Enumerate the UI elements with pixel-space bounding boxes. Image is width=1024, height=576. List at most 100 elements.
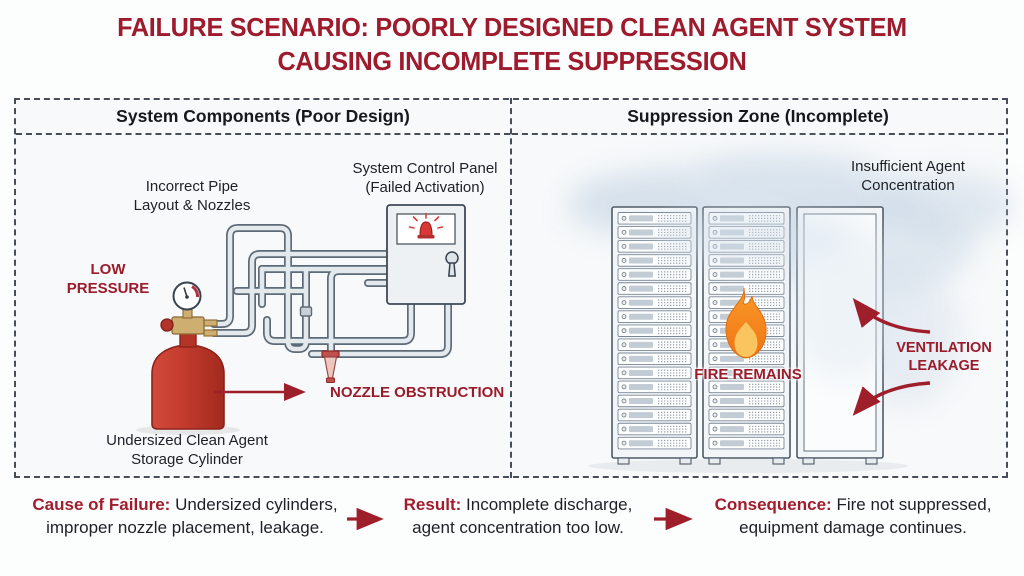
nozzle-obstruction-label: NOZZLE OBSTRUCTION <box>330 384 505 401</box>
left-panel-header: System Components (Poor Design) <box>16 100 510 135</box>
unit-led <box>621 412 627 418</box>
unit-led <box>621 398 627 404</box>
unit-bay <box>629 341 653 348</box>
unit-bay <box>629 271 653 278</box>
agent-mist-front <box>655 205 900 380</box>
unit-led <box>621 370 627 376</box>
low-pressure-label: LOW PRESSURE <box>58 261 158 299</box>
footer-result-text: Incomplete discharge, agent concentratio… <box>412 495 633 537</box>
cylinder-label: Undersized Clean Agent Storage Cylinder <box>92 432 282 470</box>
unit-bay <box>720 384 744 390</box>
unit-led <box>621 286 627 291</box>
rack-foot <box>865 457 878 465</box>
unit-led <box>621 300 627 306</box>
unit-led <box>712 314 718 320</box>
unit-led <box>621 356 627 362</box>
unit-led <box>712 356 718 362</box>
unit-bay <box>629 369 653 376</box>
agent-concentration-label: Insufficient Agent Concentration <box>828 158 988 196</box>
unit-bay <box>629 398 653 405</box>
nozzle <box>321 350 340 383</box>
unit-led <box>712 384 718 390</box>
unit-bay <box>629 229 653 236</box>
page-title-line2: CAUSING INCOMPLETE SUPPRESSION <box>277 46 747 76</box>
keyhole-icon <box>445 251 459 277</box>
unit-bay <box>720 412 744 419</box>
unit-bay <box>720 285 744 292</box>
footer-consequence-lead: Consequence: <box>714 495 832 514</box>
unit-led <box>712 286 718 291</box>
unit-led <box>621 215 627 221</box>
right-panel-header: Suppression Zone (Incomplete) <box>512 100 1004 135</box>
diagram-arrows <box>214 382 693 531</box>
pipe-layout-label-line2: Layout & Nozzles <box>133 196 251 214</box>
unit-led <box>621 258 627 263</box>
ventilation-label-line2: LEAKAGE <box>908 358 980 375</box>
unit-led <box>621 440 627 446</box>
unit-led <box>712 272 718 277</box>
unit-led <box>621 314 627 320</box>
unit-led <box>712 370 718 376</box>
unit-bay <box>629 327 653 334</box>
pipe-network <box>210 224 452 358</box>
rack-foot <box>802 457 815 465</box>
unit-bay <box>720 440 744 447</box>
flame-icon <box>725 287 767 359</box>
footer-consequence-text: Fire not suppressed, equipment damage co… <box>739 495 992 537</box>
cylinder-label-line1: Undersized Clean Agent <box>106 432 268 449</box>
ventilation-leakage-label: VENTILATION LEAKAGE <box>884 339 1004 375</box>
unit-led <box>621 328 627 334</box>
unit-bay <box>629 299 653 306</box>
unit-bay <box>720 398 744 405</box>
footer-cause-text: Undersized cylinders, improper nozzle pl… <box>46 495 338 537</box>
rack-foot <box>708 457 721 465</box>
rack-foot <box>679 457 692 465</box>
unit-led <box>712 426 718 432</box>
unit-led <box>712 342 718 348</box>
pressure-gauge-icon <box>172 281 202 311</box>
unit-bay <box>720 355 744 362</box>
footer-cause: Cause of Failure: Undersized cylinders, … <box>25 494 345 539</box>
footer-result-lead: Result: <box>403 495 462 514</box>
pipe-layout-label: Incorrect Pipe Layout & Nozzles <box>117 178 267 216</box>
unit-bay <box>629 440 653 447</box>
unit-bay <box>629 355 653 362</box>
unit-bay <box>629 426 653 433</box>
footer-cause-lead: Cause of Failure: <box>32 495 171 514</box>
racks-shadow <box>588 459 908 473</box>
storage-cylinder <box>136 281 240 435</box>
agent-label-line2: Concentration <box>861 176 955 194</box>
unit-led <box>621 229 627 235</box>
unit-led <box>621 384 627 390</box>
unit-led <box>712 398 718 404</box>
rack-foot <box>617 457 630 465</box>
unit-led <box>712 328 718 334</box>
unit-bay <box>720 271 744 278</box>
unit-led <box>621 342 627 348</box>
unit-bay <box>629 257 653 264</box>
ventilation-label-line1: VENTILATION <box>896 340 992 356</box>
low-pressure-line2: PRESSURE <box>66 279 150 297</box>
control-panel-label-line2: (Failed Activation) <box>365 178 485 196</box>
unit-led <box>621 272 627 277</box>
control-panel-label-line1: System Control Panel <box>352 160 498 177</box>
unit-bay <box>629 412 653 419</box>
page-title-line1: FAILURE SCENARIO: POORLY DESIGNED CLEAN … <box>117 12 907 42</box>
unit-bay <box>629 313 653 320</box>
fire-remains-label: FIRE REMAINS <box>694 366 802 383</box>
alarm-beacon-icon <box>408 212 444 239</box>
cylinder-label-line2: Storage Cylinder <box>131 450 243 468</box>
unit-led <box>621 426 627 432</box>
unit-led <box>712 440 718 446</box>
unit-led <box>712 300 718 306</box>
unit-bay <box>629 243 653 250</box>
low-pressure-line1: LOW <box>90 261 126 278</box>
unit-bay <box>629 215 653 222</box>
pipe-layout-label-line1: Incorrect Pipe <box>145 178 239 195</box>
control-panel-box <box>386 204 466 305</box>
unit-bay <box>720 369 744 376</box>
agent-label-line1: Insufficient Agent <box>851 158 965 175</box>
control-panel-label: System Control Panel (Failed Activation) <box>340 160 510 198</box>
